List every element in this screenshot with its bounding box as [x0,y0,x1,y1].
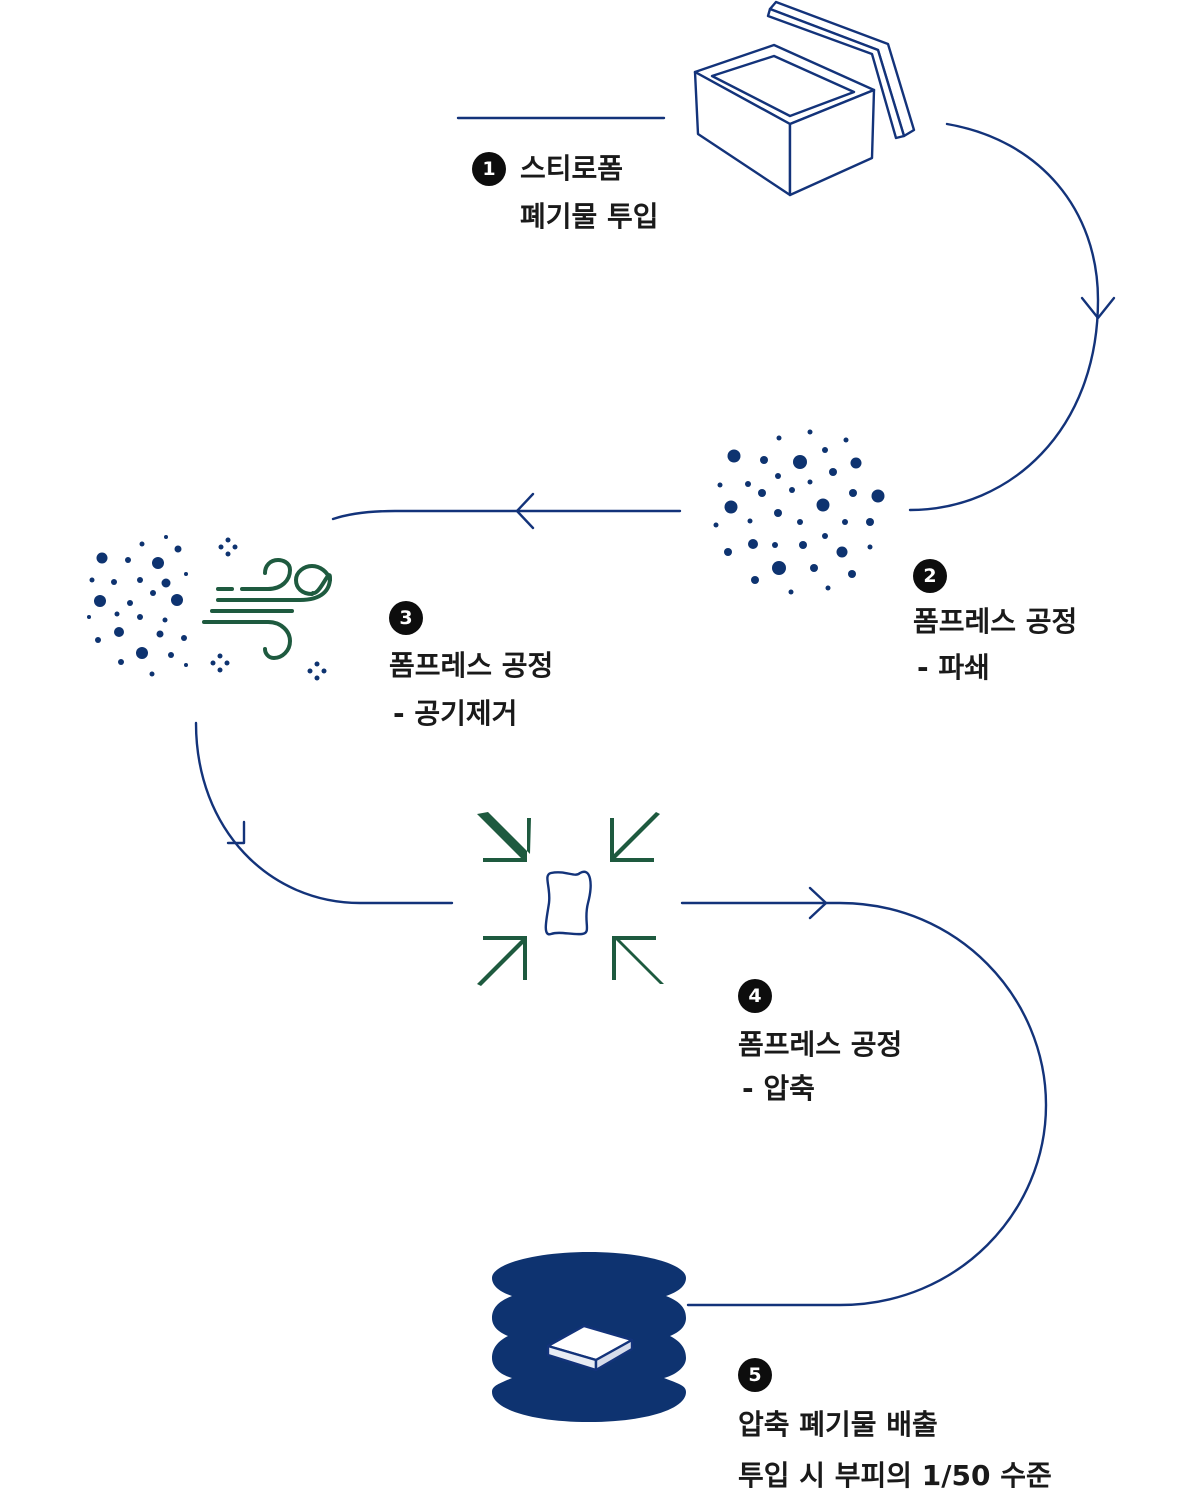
arrow-head-curve [226,820,246,845]
air-removal-icon [87,535,333,681]
compress-arrows-icon [477,812,664,986]
step-subtitle: 폐기물 투입 [520,200,659,233]
sparkle-icon [210,537,327,681]
foam-block-icon [546,1324,634,1372]
crushed-particles-icon [713,429,885,595]
arrow-bottom-left [477,936,527,986]
step-title: 스티로폼 [520,152,624,185]
flow-path [194,116,1116,1307]
step-subtitle: - 압축 [742,1072,815,1105]
connector-curve-1-2 [908,122,1100,512]
connector-curve-4-5 [680,901,1048,1307]
particle-cluster [87,535,188,677]
arrow-top-right [610,812,660,862]
step-number-badge: 2 [913,559,947,593]
step-title: 폼프레스 공정 [389,649,554,682]
step-title: 압축 폐기물 배출 [738,1408,938,1441]
step-title: 폼프레스 공정 [913,605,1078,638]
step-subtitle: 투입 시 부피의 1/50 수준 [738,1459,1052,1492]
arrow-bottom-right [612,936,664,984]
arrow-top-left [477,812,531,862]
step-subtitle: - 파쇄 [917,651,990,684]
step-title: 폼프레스 공정 [738,1028,903,1061]
connector-line-2-3 [331,509,682,521]
arrow-head-right [808,886,828,920]
wind-icon [202,557,333,661]
arrow-head-down [1080,296,1116,320]
styrofoam-box-icon [693,0,916,197]
step-number-badge: 4 [738,979,772,1013]
compressed-foam-icon [544,870,592,936]
step-number-badge: 3 [389,601,423,635]
arrow-head-left [515,492,535,530]
step-subtitle: - 공기제거 [393,697,518,730]
connector-curve-3-4 [194,721,454,905]
step-number-badge: 5 [738,1358,772,1392]
compressed-block-icon [492,1252,686,1422]
step-number-badge: 1 [472,152,506,186]
